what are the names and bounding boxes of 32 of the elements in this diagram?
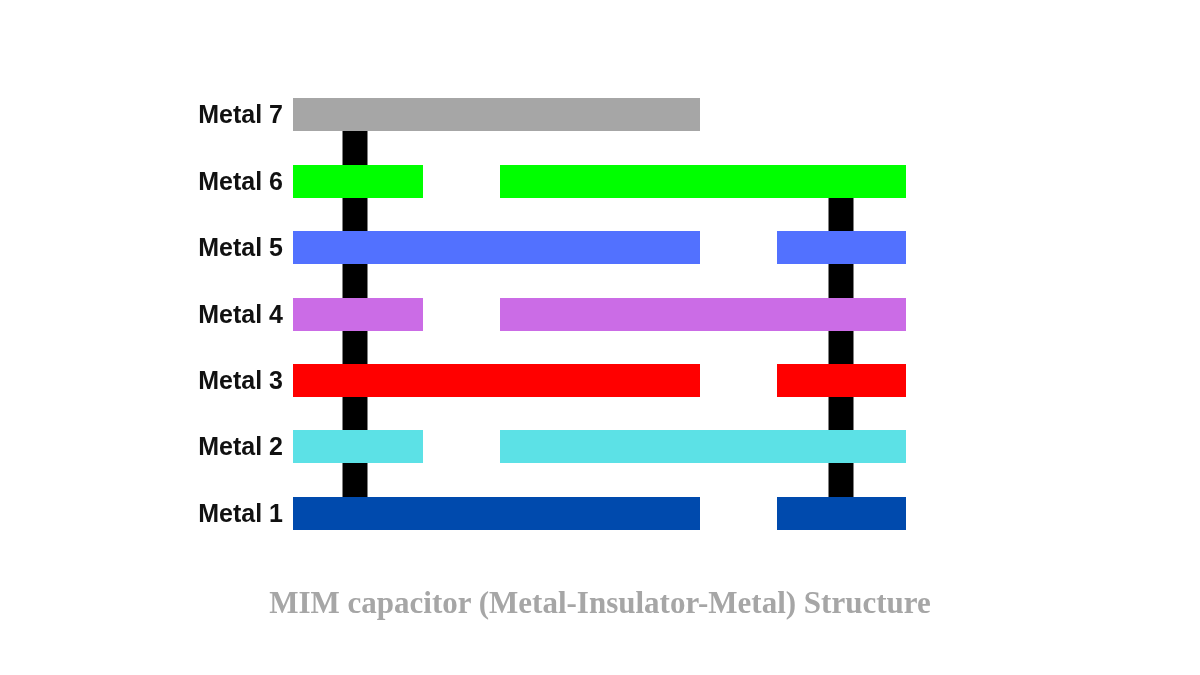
metal-layer-bar	[293, 430, 423, 463]
via-connector	[342, 397, 368, 430]
layer-label: Metal 5	[197, 233, 283, 262]
metal-layer-bar	[293, 98, 700, 131]
metal-layer-bar	[293, 298, 423, 331]
via-connector	[828, 463, 854, 497]
via-connector	[342, 131, 368, 165]
metal-layer-bar	[293, 497, 700, 530]
via-connector	[342, 198, 368, 231]
metal-layer-bar	[293, 364, 700, 397]
caption: MIM capacitor (Metal-Insulator-Metal) Structure	[268, 585, 932, 621]
metal-layer-bar	[777, 497, 906, 530]
via-connector	[342, 264, 368, 298]
metal-layer-bar	[500, 165, 906, 198]
metal-layer-bar	[293, 231, 700, 264]
metal-layer-bar	[777, 364, 906, 397]
layer-label: Metal 6	[197, 167, 283, 196]
via-connector	[828, 397, 854, 430]
via-connector	[828, 198, 854, 231]
metal-layer-bar	[500, 430, 906, 463]
metal-layer-bar	[500, 298, 906, 331]
layer-label: Metal 1	[197, 499, 283, 528]
metal-layer-bar	[293, 165, 423, 198]
layer-label: Metal 3	[197, 366, 283, 395]
via-connector	[342, 463, 368, 497]
layer-label: Metal 7	[197, 100, 283, 129]
layer-label: Metal 2	[197, 432, 283, 461]
via-connector	[342, 331, 368, 364]
metal-layer-bar	[777, 231, 906, 264]
via-connector	[828, 331, 854, 364]
layer-label: Metal 4	[197, 300, 283, 329]
via-connector	[828, 264, 854, 298]
